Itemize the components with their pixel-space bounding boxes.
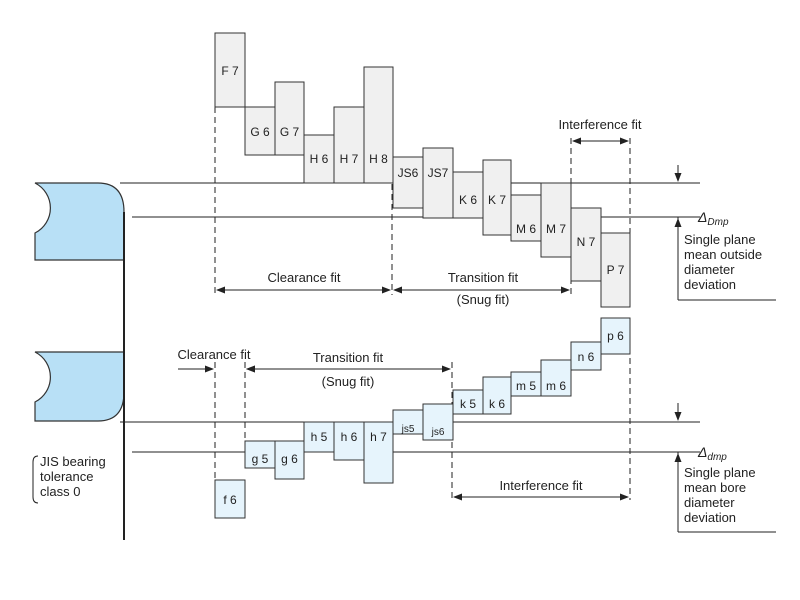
tolerance-box: n 6: [570, 341, 602, 371]
tolerance-label: P 7: [607, 263, 625, 277]
tolerance-label: m 6: [546, 379, 566, 393]
bearing-outer-ring: [34, 182, 125, 261]
tolerance-box: m 5: [510, 371, 542, 397]
housing-transition-label: Transition fit: [448, 270, 519, 285]
shaft-tolerance-zone: f 6 g 5 g 6 h 5 h 6 h 7 js5 js6 k 5 k 6 …: [214, 317, 631, 519]
housing-clearance-label: Clearance fit: [268, 270, 341, 285]
shaft-interference-label: Interference fit: [499, 478, 582, 493]
shaft-transition-label: Transition fit: [313, 350, 384, 365]
housing-interference-label: Interference fit: [558, 117, 641, 132]
housing-tolerance-zone: F 7 G 6 G 7 H 6 H 7 H 8 JS6 JS7 K 6 K 7 …: [214, 32, 631, 308]
tolerance-label: JS7: [428, 166, 449, 180]
tolerance-label: K 6: [459, 193, 477, 207]
shaft-deviation-line: mean bore: [684, 480, 746, 495]
housing-deviation-line: Single plane: [684, 232, 756, 247]
tolerance-label: g 5: [252, 452, 269, 466]
tolerance-box: M 7: [540, 182, 572, 258]
tolerance-box: G 7: [274, 81, 305, 156]
shaft-guide-lines: [214, 328, 631, 500]
shaft-deviation-line: Single plane: [684, 465, 756, 480]
bearing-class-line: tolerance: [40, 469, 93, 484]
tolerance-box: K 6: [452, 171, 484, 219]
tolerance-label: js5: [401, 424, 415, 435]
tolerance-label: JS6: [398, 166, 419, 180]
tolerance-label: G 6: [250, 125, 270, 139]
tolerance-label: h 5: [311, 430, 328, 444]
tolerance-box: g 6: [274, 440, 305, 480]
tolerance-box: h 5: [303, 421, 335, 453]
housing-deviation-line: mean outside: [684, 247, 762, 262]
tolerance-label: f 6: [223, 493, 237, 507]
tolerance-box: K 7: [482, 159, 512, 236]
tolerance-box: JS7: [422, 147, 454, 219]
shaft-deviation-line: diameter: [684, 495, 735, 510]
tolerance-box: h 6: [333, 421, 365, 461]
tolerance-label: p 6: [607, 329, 624, 343]
tolerance-label: k 6: [489, 397, 505, 411]
tolerance-box: JS6: [392, 156, 424, 209]
housing-deviation-line: deviation: [684, 277, 736, 292]
shaft-range-annotations: Clearance fit Transition fit (Snug fit) …: [178, 347, 629, 501]
tolerance-label: H 6: [310, 152, 329, 166]
tolerance-label: K 7: [488, 193, 506, 207]
tolerance-box: H 8: [363, 66, 394, 184]
tolerance-label: n 6: [578, 350, 595, 364]
tolerance-box: M 6: [510, 194, 542, 242]
tolerance-label: G 7: [280, 125, 300, 139]
tolerance-label: M 6: [516, 222, 536, 236]
tolerance-label: h 6: [341, 430, 358, 444]
tolerance-box: k 6: [482, 376, 512, 415]
bearing-class-label: JIS bearing tolerance class 0: [32, 454, 106, 504]
tolerance-label: g 6: [281, 452, 298, 466]
tolerance-box: H 7: [333, 106, 365, 184]
housing-range-annotations: Clearance fit Transition fit (Snug fit) …: [216, 117, 642, 307]
shaft-clearance-label: Clearance fit: [178, 347, 251, 362]
tolerance-label: N 7: [577, 235, 596, 249]
tolerance-box: p 6: [600, 317, 631, 355]
shaft-transition-sub-label: (Snug fit): [322, 374, 375, 389]
tolerance-label: js6: [431, 427, 445, 438]
bearing-inner-ring: [34, 351, 125, 422]
tolerance-box: m 6: [540, 359, 572, 397]
tolerance-label: m 5: [516, 379, 536, 393]
tolerance-label: h 7: [370, 430, 387, 444]
bearing-section: [34, 182, 125, 540]
tolerance-label: H 8: [369, 152, 388, 166]
tolerance-box: k 5: [452, 389, 484, 415]
tolerance-box: P 7: [600, 232, 631, 308]
tolerance-box: H 6: [303, 134, 335, 184]
tolerance-box: F 7: [214, 32, 246, 108]
tolerance-box: js5: [392, 409, 424, 435]
tolerance-box: g 5: [244, 440, 276, 469]
tolerance-box: js6: [422, 403, 454, 441]
tolerance-label: H 7: [340, 152, 359, 166]
housing-deviation-symbol: ΔDmp: [697, 209, 729, 228]
tolerance-label: M 7: [546, 222, 566, 236]
tolerance-label: k 5: [460, 397, 476, 411]
shaft-deviation-indicator: Δdmp Single plane mean bore diameter dev…: [674, 403, 776, 533]
tolerance-box: G 6: [244, 106, 276, 156]
bearing-class-line: JIS bearing: [40, 454, 106, 469]
housing-transition-sub-label: (Snug fit): [457, 292, 510, 307]
tolerance-box: h 7: [363, 421, 394, 484]
bearing-class-line: class 0: [40, 484, 80, 499]
tolerance-box: f 6: [214, 479, 246, 519]
housing-deviation-line: diameter: [684, 262, 735, 277]
shaft-deviation-line: deviation: [684, 510, 736, 525]
tolerance-box: N 7: [570, 207, 602, 282]
shaft-deviation-symbol: Δdmp: [697, 444, 727, 463]
housing-deviation-indicator: ΔDmp Single plane mean outside diameter …: [674, 165, 776, 301]
tolerance-label: F 7: [221, 64, 239, 78]
